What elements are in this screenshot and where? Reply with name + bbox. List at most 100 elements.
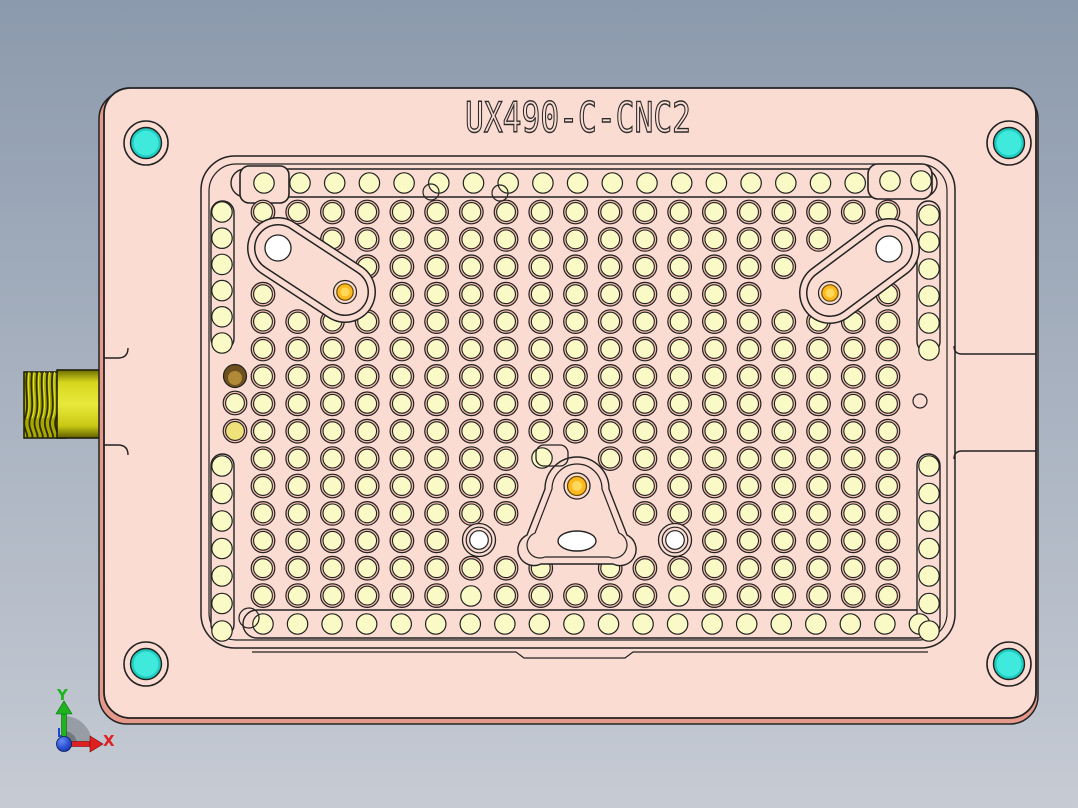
grid-hole <box>704 585 725 606</box>
grid-hole <box>426 503 447 524</box>
grid-hole <box>808 202 829 222</box>
connector-barrel <box>56 369 106 439</box>
grid-hole <box>461 421 482 442</box>
grid-hole <box>634 229 655 250</box>
grid-hole <box>878 339 898 359</box>
pocket-outline <box>200 155 956 659</box>
grid-hole <box>669 311 690 332</box>
rail-hole <box>774 172 797 194</box>
grid-hole <box>253 530 273 551</box>
grid-hole <box>773 229 794 250</box>
teardrop-pin-tip <box>572 481 582 491</box>
x-axis-arrowhead <box>89 735 104 753</box>
rail-hole <box>918 455 940 477</box>
grid-hole <box>634 284 655 305</box>
grid-hole <box>391 585 412 606</box>
grid-hole <box>739 311 760 332</box>
edge-notch-line <box>953 345 1036 355</box>
thread-crest <box>47 371 51 419</box>
grid-hole <box>669 448 690 469</box>
grid-hole <box>704 503 725 524</box>
rail-hole <box>286 613 309 635</box>
teardrop-slot <box>557 530 597 552</box>
grid-hole <box>461 503 482 524</box>
grid-hole <box>322 476 343 496</box>
rail-hole <box>563 613 585 635</box>
grid-hole <box>426 256 447 277</box>
rail-hole <box>597 613 620 635</box>
grid-hole <box>704 448 725 469</box>
grid-hole <box>843 558 864 579</box>
grid-hole <box>773 393 794 414</box>
grid-hole <box>704 558 725 579</box>
grid-hole <box>253 311 273 332</box>
grid-hole <box>496 366 516 387</box>
grid-hole <box>878 366 898 387</box>
grid-hole <box>634 476 655 496</box>
grid-hole <box>773 311 794 332</box>
grid-hole <box>461 558 482 579</box>
grid-hole <box>253 448 273 469</box>
grid-hole <box>357 448 378 469</box>
rail-hole <box>211 201 233 223</box>
grid-hole <box>496 421 516 442</box>
grid-hole <box>739 558 760 579</box>
grid-hole <box>391 448 412 469</box>
dark-hole-core <box>228 371 242 385</box>
grid-hole <box>391 393 412 414</box>
thread-crest <box>36 371 40 419</box>
orientation-triad[interactable]: Y X <box>55 686 115 753</box>
grid-hole <box>773 476 794 496</box>
grid-hole <box>461 284 482 305</box>
grid-hole <box>669 229 690 250</box>
grid-hole <box>322 558 343 579</box>
rail-hole <box>910 170 932 192</box>
grid-hole <box>496 311 516 332</box>
grid-hole <box>253 393 273 414</box>
slot-locating-hole <box>264 234 292 262</box>
grid-hole <box>808 476 829 496</box>
rail-hole <box>321 613 343 635</box>
rail-hole <box>211 227 233 249</box>
grid-hole <box>287 530 308 551</box>
grid-hole <box>565 393 586 414</box>
rail-hole <box>252 613 274 635</box>
grid-hole <box>496 393 516 414</box>
corner-bolt-hole-core <box>133 130 159 156</box>
grid-hole <box>773 339 794 359</box>
grid-hole <box>669 202 690 222</box>
grid-hole <box>739 229 760 250</box>
grid-hole <box>843 366 864 387</box>
rail-hole <box>632 613 654 635</box>
grid-hole <box>808 366 829 387</box>
hole-rail <box>242 609 932 639</box>
grid-hole <box>496 503 516 524</box>
thread-ridge <box>33 371 39 439</box>
grid-hole <box>739 421 760 442</box>
grid-hole <box>322 393 343 414</box>
grid-hole <box>565 256 586 277</box>
grid-hole <box>426 229 447 250</box>
rail-hole <box>494 613 516 635</box>
grid-hole <box>426 448 447 469</box>
grid-hole <box>843 585 864 606</box>
origin-sphere <box>56 736 72 752</box>
grid-hole <box>287 339 308 359</box>
grid-hole <box>357 339 378 359</box>
grid-hole <box>739 393 760 414</box>
open-hole-outline <box>912 393 928 409</box>
grid-hole <box>704 476 725 496</box>
rail-hole <box>459 613 482 635</box>
grid-hole <box>843 339 864 359</box>
grid-hole <box>878 530 898 551</box>
grid-hole <box>287 448 308 469</box>
grid-hole <box>357 585 378 606</box>
grid-hole <box>739 503 760 524</box>
grid-hole <box>496 284 516 305</box>
grid-hole <box>739 448 760 469</box>
slot-pin-tip <box>825 288 835 298</box>
grid-hole <box>391 229 412 250</box>
rail-hole <box>211 565 233 587</box>
